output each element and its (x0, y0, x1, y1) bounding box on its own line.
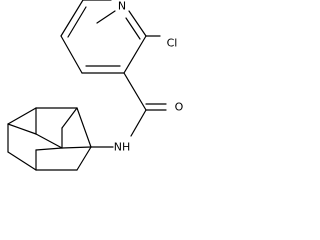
cage-bond-1 (76, 146, 92, 171)
adamantane-cage (7, 107, 92, 171)
ring-bond-c5-c6-inner (67, 6, 87, 38)
cage-bond-3 (7, 151, 37, 171)
cage-bond-15 (35, 147, 63, 151)
cage-bond-5 (7, 107, 37, 125)
cage-bond-7 (76, 107, 92, 148)
ring-bond-c6-n1 (96, 10, 116, 24)
atom-label-chlorine: Cl (167, 37, 178, 50)
ring-bond-c4-c5 (60, 35, 83, 74)
cage-bond-10 (61, 146, 92, 149)
atom-label-oxygen: O (175, 101, 184, 114)
pyridine-ring (60, 0, 147, 74)
structure-diagram: N Cl O NH (7, 0, 184, 171)
atom-label-n-pyridine: N (118, 0, 126, 13)
atom-label-amide-nh: NH (114, 141, 131, 154)
ring-bond-n1-c2 (128, 10, 147, 37)
ring-bond-c5-c6 (60, 0, 84, 37)
ring-bond-n1-c2-inner (125, 17, 141, 40)
cage-bond-12 (7, 123, 37, 135)
cage-bond-9 (35, 133, 63, 149)
cage-bond-13 (61, 107, 78, 129)
ring-bond-c2-c3 (123, 35, 147, 74)
bond-carbonyl-n (130, 109, 147, 137)
bond-c3-carbonyl (123, 72, 147, 111)
